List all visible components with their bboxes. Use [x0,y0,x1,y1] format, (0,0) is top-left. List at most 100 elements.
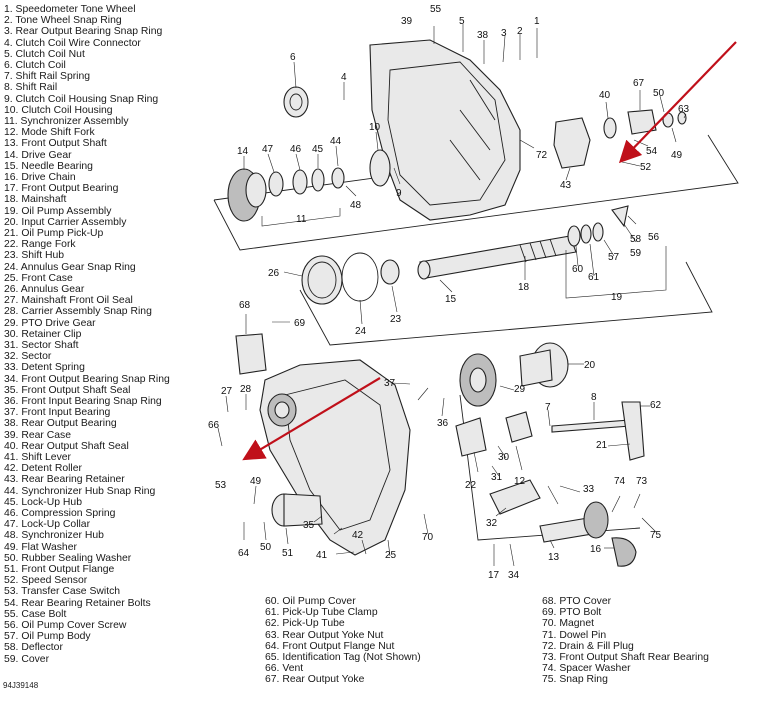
legend-item: 15. Needle Bearing [4,160,93,172]
legend-item: 30. Retainer Clip [4,328,82,340]
callout-50b: 50 [653,88,665,99]
callout-30: 30 [498,452,510,463]
legend-item: 9. Clutch Coil Housing Snap Ring [4,93,159,105]
legend-item: 42. Detent Roller [4,463,82,475]
callout-61: 61 [588,272,600,283]
legend-item: 71. Dowel Pin [542,629,607,641]
legend-item: 44. Synchronizer Hub Snap Ring [4,485,156,497]
callout-72: 72 [536,150,548,161]
callout-2: 2 [517,26,523,37]
legend-item: 62. Pick-Up Tube [265,618,345,630]
legend-item: 61. Pick-Up Tube Clamp [265,607,378,619]
callout-75: 75 [650,530,662,541]
callout-9: 9 [396,188,402,199]
callout-18: 18 [518,282,530,293]
legend-item: 5. Clutch Coil Nut [4,48,85,60]
legend-item: 23. Shift Hub [4,250,65,262]
legend-item: 60. Oil Pump Cover [265,596,356,607]
callout-41: 41 [316,550,328,561]
callout-10: 10 [369,122,381,133]
callout-56: 56 [648,232,660,243]
callout-19: 19 [611,292,623,303]
legend-item: 2. Tone Wheel Snap Ring [4,15,122,27]
mainshaft-part [417,235,577,280]
callout-13: 13 [548,552,560,563]
legend-item: 14. Drive Gear [4,149,72,161]
callout-46: 46 [290,144,302,155]
legend-item: 47. Lock-Up Collar [4,519,91,531]
clutch-coil-housing-part [369,149,391,187]
legend-item: 46. Compression Spring [4,508,116,519]
legend-item: 17. Front Output Bearing [4,183,119,195]
figure-id: 94J39148 [3,681,39,690]
clutch-coil-part [283,86,309,118]
legend-item: 26. Annulus Gear [4,284,85,295]
legend-item: 20. Input Carrier Assembly [4,216,127,228]
callout-14: 14 [237,146,249,157]
callout-70: 70 [422,532,434,543]
legend-item: 59. Cover [4,653,50,665]
callout-37: 37 [384,378,396,389]
callout-63: 63 [678,104,690,115]
legend-item: 25. Front Case [4,272,73,284]
legend-item: 65. Identification Tag (Not Shown) [265,652,421,663]
callout-69: 69 [294,318,306,329]
callout-27: 27 [221,386,233,397]
callout-33: 33 [583,484,595,495]
callout-68: 68 [239,300,251,311]
legend-item: 66. Vent [265,663,304,675]
legend-item: 33. Detent Spring [4,362,85,374]
legend-item: 58. Deflector [4,642,63,654]
callout-23: 23 [390,314,402,325]
callout-60: 60 [572,264,584,275]
callout-74: 74 [614,476,626,487]
callout-34: 34 [508,570,520,581]
callout-8: 8 [591,392,597,403]
callout-49: 49 [250,476,262,487]
callout-7: 7 [545,402,551,413]
legend-item: 4. Clutch Coil Wire Connector [4,37,141,49]
legend-item: 41. Shift Lever [4,452,72,463]
rear-case-part [369,39,521,221]
legend-item: 64. Front Output Flange Nut [265,640,395,652]
legend-item: 74. Spacer Washer [542,663,631,675]
legend-item: 32. Sector [4,351,52,363]
input-carrier-part [519,342,569,388]
front-output-flange-part [271,493,323,527]
legend-item: 1. Speedometer Tone Wheel [4,4,136,15]
leader-lines [217,24,687,567]
pto-cover-part [235,333,267,375]
legend-item: 34. Front Output Bearing Snap Ring [4,373,170,385]
callout-44: 44 [330,136,342,147]
front-case-part [259,359,411,556]
legend-item: 54. Rear Bearing Retainer Bolts [4,597,151,609]
callout-38: 38 [477,30,489,41]
callout-labels: 1 2 3 4 5 6 7 8 9 10 11 12 13 14 15 16 1… [208,4,690,581]
callout-62: 62 [650,400,662,411]
callout-3: 3 [501,28,507,39]
callout-16: 16 [590,544,602,555]
callout-25: 25 [385,550,397,561]
legend-item: 12. Mode Shift Fork [4,127,95,139]
callout-15: 15 [445,294,457,305]
legend-item: 28. Carrier Assembly Snap Ring [4,306,152,318]
callout-17: 17 [488,570,500,581]
legend-item: 52. Speed Sensor [4,575,88,587]
callout-45: 45 [312,144,324,155]
callout-51: 51 [282,548,294,559]
callout-39: 39 [401,16,413,27]
legend-item: 72. Drain & Fill Plug [542,640,634,652]
callout-49b: 49 [671,150,683,161]
legend-item: 35. Front Output Shaft Seal [4,384,131,396]
callout-35: 35 [303,520,315,531]
callout-22: 22 [465,480,477,491]
callout-26: 26 [268,268,280,279]
legend-item: 37. Front Input Bearing [4,407,111,419]
callout-66: 66 [208,420,220,431]
legend-item: 48. Synchronizer Hub [4,530,104,542]
callout-21: 21 [596,440,608,451]
legend-item: 43. Rear Bearing Retainer [4,474,125,486]
callout-29: 29 [514,384,526,395]
callout-20: 20 [584,360,596,371]
legend-item: 51. Front Output Flange [4,564,115,575]
